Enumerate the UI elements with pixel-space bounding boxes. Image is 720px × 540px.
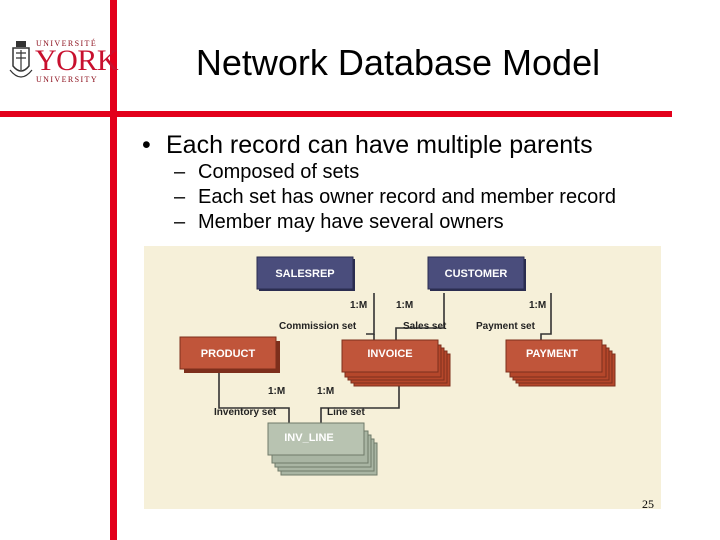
record-salesrep-label: SALESREP [275,268,334,280]
set-label-commission: Commission set [279,321,357,332]
logo-main-text: YORK [35,44,119,77]
record-invoice: INVOICE [341,339,451,387]
york-university-logo: UNIVERSITÉ YORK UNIVERSITY [6,38,119,86]
record-invoice-label: INVOICE [367,348,412,360]
connector-payment [540,293,552,344]
cardinality-sales: 1:M [396,300,413,311]
record-product-label: PRODUCT [201,348,256,360]
sub-bullet-text: Member may have several owners [198,211,504,233]
slide-title: Network Database Model [195,42,601,83]
crest-icon [9,41,33,78]
cardinality-payment: 1:M [529,300,546,311]
sub-bullet-dash: – [174,211,186,233]
record-customer-label: CUSTOMER [445,268,508,280]
set-label-inventory: Inventory set [214,407,277,418]
record-salesrep: SALESREP [256,256,355,291]
sub-bullet-dash: – [174,186,186,208]
set-label-payment: Payment set [476,321,536,332]
network-model-diagram: SALESREP CUSTOMER PRODUCT INVOICE [144,246,661,509]
bullet-dot: • [142,131,151,159]
bullet-main-text: Each record can have multiple parents [166,131,593,159]
connector-sales [395,293,445,344]
connector-inventory [218,368,290,424]
header-red-line [0,111,672,117]
bullet-list: • Each record can have multiple parents –… [142,131,616,235]
set-label-sales: Sales set [403,321,447,332]
record-payment: PAYMENT [505,339,616,387]
connector-line [320,368,400,424]
set-label-line: Line set [327,407,365,418]
sub-bullet: –Each set has owner record and member re… [174,185,616,210]
bullet-main: • Each record can have multiple parents [142,131,616,160]
logo-bottom-text: UNIVERSITY [36,75,98,84]
sub-bullet: –Member may have several owners [174,210,616,235]
cardinality-line: 1:M [317,386,334,397]
sub-bullet-text: Each set has owner record and member rec… [198,186,616,208]
logo-top-text: UNIVERSITÉ [36,39,98,48]
page-number: 25 [642,497,654,511]
record-customer: CUSTOMER [427,256,526,291]
record-payment-label: PAYMENT [526,348,578,360]
diagram-svg: SALESREP CUSTOMER PRODUCT INVOICE [179,256,616,476]
set-connectors [218,293,552,424]
sub-bullet-dash: – [174,161,186,183]
sub-bullet: –Composed of sets [174,160,616,185]
cardinality-inventory: 1:M [268,386,285,397]
cardinality-commission: 1:M [350,300,367,311]
record-inv-line-label: INV_LINE [284,432,334,444]
record-product: PRODUCT [179,336,280,373]
record-inv-line: INV_LINE [267,422,378,476]
left-red-bar [110,0,117,540]
sub-bullet-text: Composed of sets [198,161,360,183]
